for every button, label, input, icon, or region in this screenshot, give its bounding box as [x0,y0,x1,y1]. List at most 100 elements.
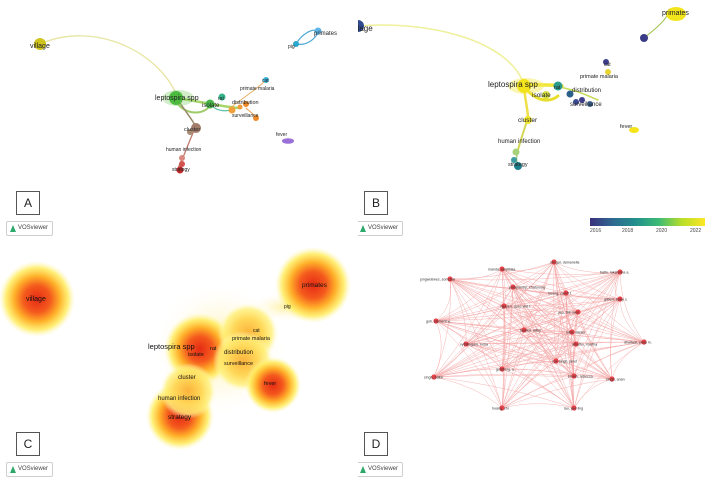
author-label: battu, lakshmna a. [600,271,629,275]
coauthor-link [501,331,573,409]
node-human-infection [179,155,185,161]
panel-c-density-map: village primates pig leptospira spp rat … [0,241,358,482]
coauthor-link [435,268,503,322]
network-map-b: village leptospira spp rat isolate cat p… [358,7,689,170]
author-node [501,303,507,309]
author-label: nguyen, quoc viet t. [500,305,531,309]
coauthor-link [433,305,505,378]
vosviewer-label: VOSviewer [18,466,49,472]
coauthor-link [501,268,579,313]
coauthor-link [553,261,645,343]
panel-letter-d: D [364,432,388,456]
label-c-surveillance: surveillance [224,361,253,367]
label-c-rat: rat [210,346,217,352]
coauthor-link [435,311,579,322]
label-c-primate-malaria: primate malaria [232,336,271,342]
coauthor-link [501,268,645,343]
coauthor-link [433,286,514,378]
author-label: goldberg, s. [496,368,515,372]
author-node [553,358,559,364]
panel-letter-c: C [16,432,40,456]
coauthor-link [465,343,557,362]
coauthor-link [435,320,503,409]
coauthor-link [465,343,613,380]
label-c-fever: fever [264,381,276,387]
vosviewer-badge-c: VOSviewer [6,462,54,477]
coauthor-link [465,268,503,345]
coauthor-link [619,271,645,343]
label-human-infection: human infection [166,147,202,153]
colorbar-tick: 2018 [622,228,634,234]
label-b-fever: fever [620,124,632,130]
label-b-village: village [358,24,373,33]
node-distribution [243,101,249,107]
author-label: brown, rebecca [568,375,593,379]
node-primates [314,27,322,35]
author-node [571,405,577,411]
coauthor-link [503,305,575,409]
coauthor-link [449,278,514,288]
label-b-leptospira-spp: leptospira spp [488,80,538,89]
label-b-surveillance: surveillance [570,102,602,108]
coauthor-link [435,286,514,322]
coauthor-link [573,271,621,409]
coauthor-link [435,320,467,345]
coauthor-link [465,343,575,377]
density-map-c: village primates pig leptospira spp rat … [0,247,351,450]
coauthor-link [573,298,621,409]
author-label: dhaliwal, priya m. [624,341,652,345]
author-node [521,327,527,333]
label-pig: pig [288,44,295,50]
coauthor-link [573,271,621,377]
colorbar-tick: 2022 [690,228,702,234]
coauthor-link [501,368,613,380]
vosviewer-logo-icon [10,225,16,232]
node-b-fever [629,127,639,133]
label-c-cat: cat [253,328,260,334]
coauthor-link [435,292,567,322]
overlay-year-colorbar [590,218,705,226]
coauthor-link [503,271,621,307]
coauthor-link [512,271,621,288]
vosviewer-badge-b: VOSviewer [358,221,404,236]
label-b-human-infection: human infection [498,139,540,145]
node-fever [282,138,294,144]
coauthor-link [501,368,575,409]
coauthor-link [555,292,567,362]
author-node [609,376,615,382]
label-c-primates: primates [302,282,328,289]
label-c-leptospira-spp: leptospira spp [148,342,195,351]
node-b-rat [553,81,563,91]
coauthor-link [449,271,621,281]
label-b-cat: cat [604,62,611,68]
coauthor-link [501,360,557,409]
node-cluster [191,123,201,133]
label-c-village: village [26,296,46,303]
author-node [431,374,437,380]
label-isolate: isolate [202,103,220,109]
coauthor-link [512,286,567,294]
label-b-strategy: strategy [508,162,528,168]
vosviewer-logo-icon [10,466,16,473]
node-rat [218,93,226,101]
author-label: bewick, wilby [520,329,541,333]
coauthor-link [503,298,621,307]
author-node [463,341,469,347]
coauthor-link [571,331,613,380]
author-label: vythilingam, indra [460,343,488,347]
author-node [499,266,505,272]
coauthor-link [501,331,573,370]
author-label: singh, anan [606,378,625,382]
panel-a-network-clusters: village leptospira spp isolate rat cat p… [0,0,358,241]
author-node [617,296,623,302]
colorbar-tick: 2020 [656,228,668,234]
label-village: village [30,43,50,50]
author-node [573,341,579,347]
node-b-isolate [542,91,550,99]
coauthor-link [555,271,621,362]
label-b-primates: primates [662,10,689,17]
coauthor-link [465,341,645,345]
author-label: truong, zamir t. [548,292,572,296]
coauthor-link [501,261,555,409]
coauthor-link [503,305,613,380]
